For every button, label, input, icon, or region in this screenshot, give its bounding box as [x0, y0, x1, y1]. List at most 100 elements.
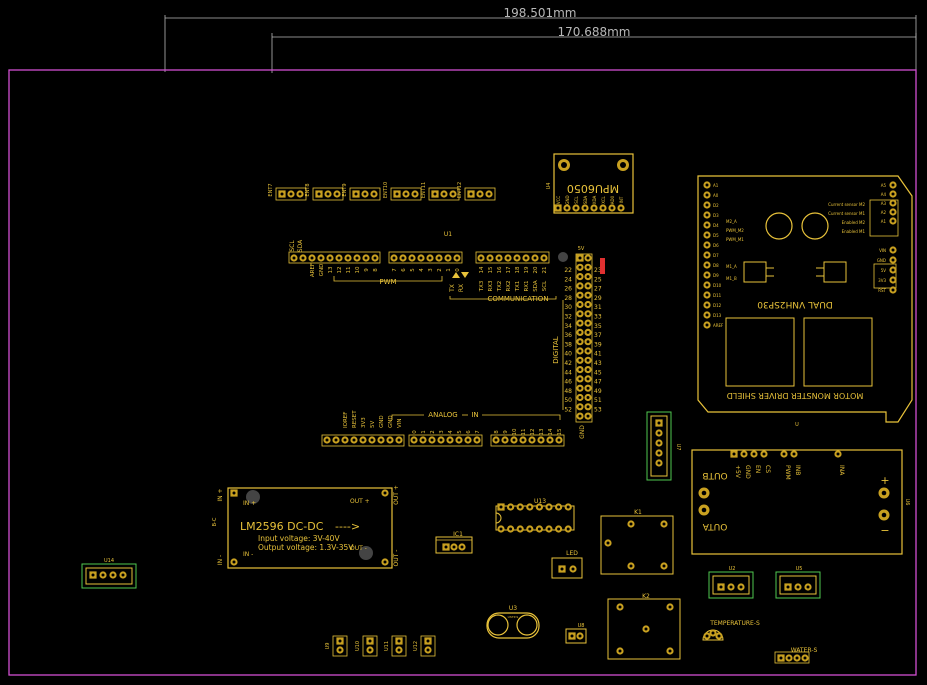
analog-pin-label: 14: [548, 428, 554, 435]
comm-pin-label: RX1: [524, 280, 530, 291]
shield-right-note: Current sensor M2: [828, 202, 865, 207]
comm-pin-label: SDA: [533, 280, 539, 292]
arduino-pin-label: 9: [364, 268, 370, 272]
analog-pin: [528, 436, 536, 444]
u13-dip-socket[interactable]: U13: [495, 498, 575, 533]
pad: [278, 190, 286, 198]
u6-pin-label: INA: [838, 465, 845, 476]
u13-pin: [526, 525, 534, 533]
u6-pin: [760, 450, 768, 458]
arduino-pin-label: 14: [479, 266, 485, 273]
lm2596-in-plus: IN +: [217, 488, 224, 501]
arduino-top-pin: [344, 254, 352, 262]
u3-ultrasonic-sensor[interactable]: U3 USTP-S: [486, 605, 540, 639]
mpu6050-pin-label: INT: [619, 196, 624, 203]
encoder-header-ent11[interactable]: ENT11: [421, 182, 460, 201]
u14-connector[interactable]: U14: [81, 558, 137, 589]
digital-pin: [576, 291, 584, 299]
lm2596-module[interactable]: LM2596 DC-DC ----> Input voltage: 3V-40V…: [212, 485, 400, 569]
digital-right-label: 33: [594, 314, 602, 321]
encoder-header-ent12[interactable]: ENT12: [457, 182, 496, 201]
arduino-top-pin: [399, 254, 407, 262]
mpu6050-pin-label: SCL: [574, 195, 579, 203]
encoder-header-ent7[interactable]: ENT7: [268, 183, 307, 201]
k1-relay[interactable]: K1: [600, 509, 674, 575]
analog-pin: [455, 436, 463, 444]
digital-pin: [584, 347, 592, 355]
digital-left-label: 46: [564, 379, 572, 386]
arduino-pin-label: 13: [328, 266, 334, 273]
arduino-pin-label: 8: [373, 268, 379, 272]
arduino-top-pin: [513, 254, 521, 262]
k2-relay[interactable]: K2: [607, 593, 681, 660]
arduino-pin-label: 16: [497, 266, 503, 273]
digital-left-label: 50: [564, 397, 572, 404]
pad: [287, 190, 295, 198]
pad: [431, 190, 439, 198]
jumper-u12[interactable]: U12: [413, 635, 436, 657]
digital-right-label: 41: [594, 351, 602, 358]
u13-pin: [564, 525, 572, 533]
encoder-header-ent9[interactable]: ENT9: [342, 183, 381, 201]
arduino-pin-label: 11: [346, 267, 352, 274]
digital-left-label: 38: [564, 341, 572, 348]
analog-pin: [446, 436, 454, 444]
shield-left-pin: [703, 251, 711, 259]
pad: [395, 646, 403, 654]
shield-right-pin: [889, 181, 897, 189]
u3-sub: USTP-S: [508, 615, 519, 619]
ic1-regulator[interactable]: IC1: [435, 531, 473, 554]
pad: [336, 646, 344, 654]
pad: [336, 637, 344, 645]
arduino-top-pin: [408, 254, 416, 262]
arduino-top-pin: [540, 254, 548, 262]
digital-right-label: 45: [594, 369, 602, 376]
jumper-u11[interactable]: U11: [384, 635, 407, 657]
jumper-u10[interactable]: U10: [355, 635, 378, 657]
jumper-u9[interactable]: U9: [325, 635, 348, 657]
u2-connector[interactable]: U2: [708, 566, 754, 599]
encoder-header-ent8[interactable]: ENT8: [305, 183, 344, 201]
analog-pin-label: 6: [466, 430, 472, 434]
analog-pin: [473, 436, 481, 444]
u8-connector[interactable]: U8: [565, 623, 587, 644]
shield-left-pin: [703, 311, 711, 319]
encoder-header-ent10[interactable]: ENT10: [383, 182, 422, 201]
water-sensor[interactable]: WATER-S: [774, 647, 817, 664]
digital-right-label: 37: [594, 332, 602, 339]
shield-left-note: PWM_M1: [726, 237, 744, 242]
digital-pin: [576, 273, 584, 281]
comm-pin-label: TX1: [515, 281, 521, 293]
analog-pin-label: 10: [512, 428, 518, 435]
digital-pin: [576, 393, 584, 402]
jumper-label: U9: [325, 643, 331, 650]
shield-left-pin-label: D12: [713, 303, 722, 308]
u7-connector[interactable]: U7: [646, 411, 681, 481]
digital-right-label: 49: [594, 388, 602, 395]
shield-left-pin: [703, 291, 711, 299]
lm2596-arrow: ---->: [335, 520, 360, 533]
digital-pin: [584, 412, 592, 420]
u6-pin: [740, 450, 748, 458]
pad: [411, 190, 419, 198]
led-connector[interactable]: LED: [551, 550, 583, 579]
shield-left-pin-label: D10: [713, 283, 722, 288]
pad: [393, 190, 401, 198]
arduino-pin-label: 0: [455, 268, 461, 272]
shield-left-pin-label: D9: [713, 273, 719, 278]
temperature-sensor[interactable]: TEMPERATURE-S: [702, 620, 760, 641]
shield-right-pin-label: A3: [881, 201, 887, 206]
motor-driver-shield[interactable]: DUAL VNH2SP30 MOTOR MONSTER DRIVER SHIEL…: [697, 175, 913, 428]
shield-left-pin: [703, 301, 711, 309]
u6-pin-label: CS: [764, 465, 771, 473]
comm-pin-label: SCL: [542, 280, 548, 291]
u5-connector[interactable]: U5: [775, 566, 821, 599]
arduino-pin-label: 4: [419, 268, 425, 272]
lm2596-in-minus-inner: IN -: [243, 551, 253, 558]
shield-right-pin: [889, 256, 897, 264]
mpu6050-pin-label: GND: [565, 195, 570, 204]
